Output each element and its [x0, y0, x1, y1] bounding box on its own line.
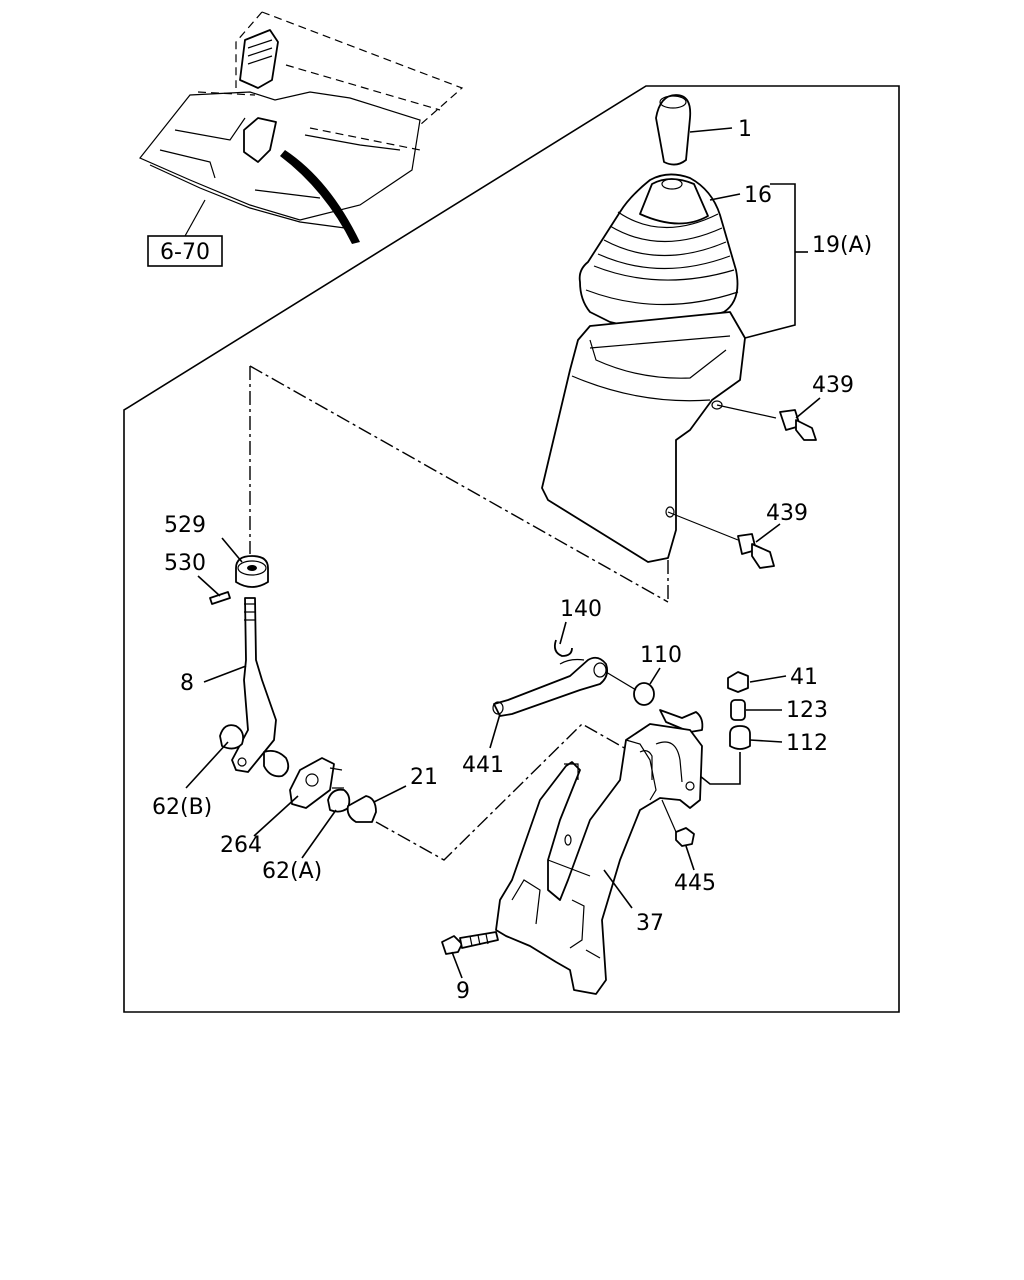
- bolt-9: [441, 931, 499, 955]
- link-arm-441: [492, 656, 609, 717]
- label-1: 1: [738, 117, 752, 142]
- detail-frame: [123, 85, 900, 1013]
- collar-123: [730, 699, 746, 721]
- collar-529: [235, 555, 269, 588]
- label-62b: 62(B): [152, 795, 212, 820]
- shift-knob: [655, 94, 692, 166]
- label-112: 112: [786, 731, 828, 756]
- label-8: 8: [180, 671, 194, 696]
- shift-boot: [578, 173, 739, 328]
- callout-labels: 1 16 19(A) 439 439 529 530 140 110 41 12…: [152, 117, 872, 1004]
- bracket-37: [495, 723, 703, 995]
- label-41: 41: [790, 665, 818, 690]
- plate-264: [289, 757, 344, 809]
- label-37: 37: [636, 911, 664, 936]
- label-441: 441: [462, 753, 504, 778]
- nut-445: [675, 827, 695, 847]
- assembly-axis-1: [249, 365, 669, 603]
- washer-110: [605, 671, 655, 706]
- leader-lines: [185, 127, 787, 979]
- pivot-pin: [659, 709, 704, 733]
- bracket-19a: [744, 183, 796, 339]
- screw-439-lower: [667, 511, 781, 569]
- screw-439-upper: [716, 397, 821, 441]
- label-19a: 19(A): [812, 233, 872, 258]
- bush-21: [346, 795, 377, 823]
- label-62a: 62(A): [262, 859, 322, 884]
- label-530: 530: [164, 551, 206, 576]
- vehicle-floor-inset: [139, 11, 464, 244]
- shift-lever-8: [231, 597, 290, 778]
- bush-62a: [327, 788, 351, 813]
- clip-140: [553, 639, 573, 657]
- label-123: 123: [786, 698, 828, 723]
- label-9: 9: [456, 979, 470, 1004]
- bush-112: [729, 725, 751, 750]
- label-16: 16: [744, 183, 772, 208]
- label-529: 529: [164, 513, 206, 538]
- label-439-lower: 439: [766, 501, 808, 526]
- nut-41: [727, 671, 749, 693]
- console-cover: [541, 311, 746, 563]
- reference-box: 6-70: [147, 235, 223, 267]
- assembly-axis-4: [375, 723, 629, 861]
- label-110: 110: [640, 643, 682, 668]
- bush-62b: [219, 724, 245, 750]
- ref-box-label: 6-70: [160, 240, 210, 265]
- label-264: 264: [220, 833, 262, 858]
- label-21: 21: [410, 765, 438, 790]
- label-445: 445: [674, 871, 716, 896]
- label-439-upper: 439: [812, 373, 854, 398]
- label-140: 140: [560, 597, 602, 622]
- pin-530: [209, 591, 231, 605]
